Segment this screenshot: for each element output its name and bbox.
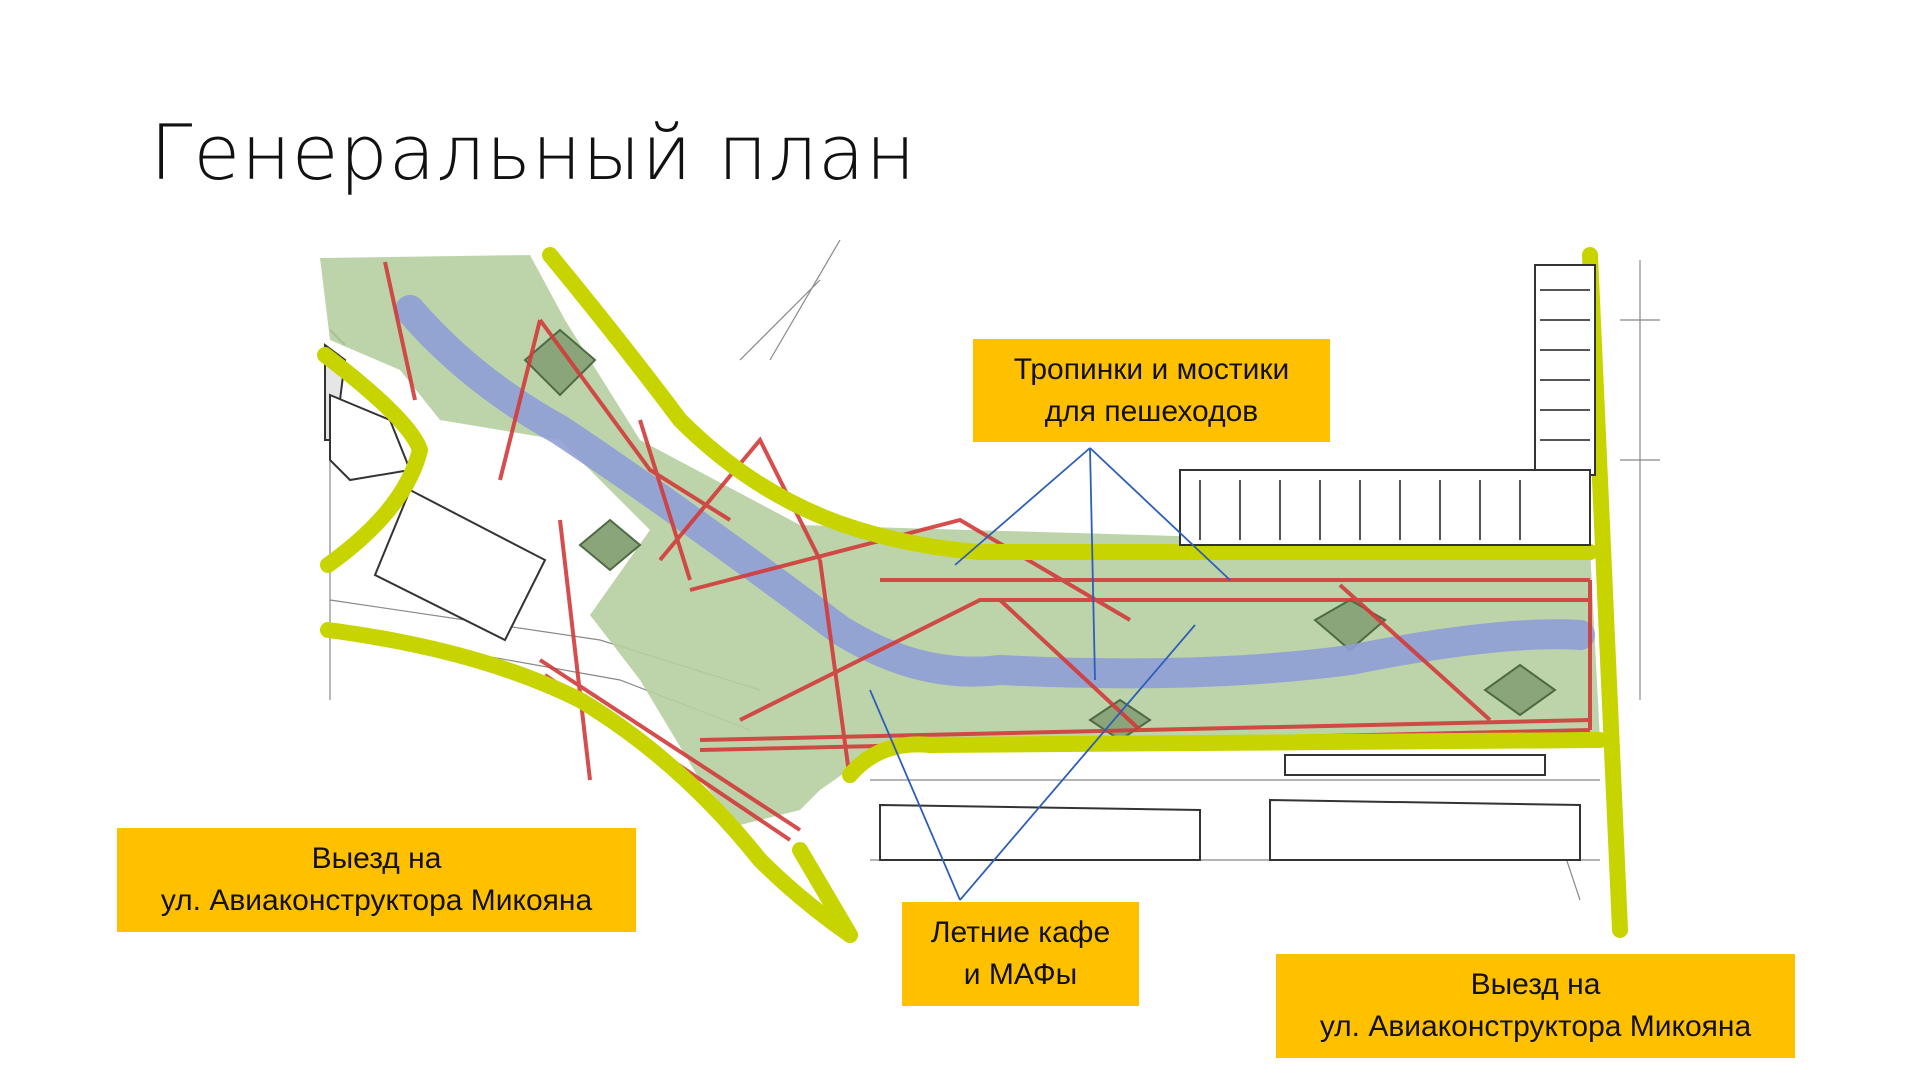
- callout-paths-line2: для пешеходов: [1044, 394, 1259, 428]
- slide-title: Генеральный план: [150, 108, 917, 197]
- callout-exit-left: Выезд на ул. Авиаконструктора Микояна: [117, 828, 636, 932]
- callout-exit-right: Выезд на ул. Авиаконструктора Микояна: [1276, 954, 1795, 1058]
- tree-clusters: [523, 328, 1557, 742]
- buildings-bottom: [879, 754, 1581, 861]
- callout-paths: Тропинки и мостики для пешеходов: [973, 339, 1330, 442]
- callout-exit-right-line1: Выезд на: [1470, 968, 1601, 1001]
- callout-exit-right-line2: ул. Авиаконструктора Микояна: [1319, 1010, 1752, 1043]
- callout-cafes-line2: и МАФы: [963, 958, 1078, 991]
- building-shading: [1199, 289, 1590, 540]
- callout-paths-line1: Тропинки и мостики: [1013, 352, 1290, 386]
- callout-exit-left-line1: Выезд на: [311, 842, 442, 875]
- leader-lines: [869, 447, 1231, 901]
- callout-cafes-line1: Летние кафе: [930, 916, 1111, 949]
- callout-cafes: Летние кафе и МАФы: [902, 902, 1139, 1006]
- river: [395, 295, 1595, 689]
- callout-exit-left-line2: ул. Авиаконструктора Микояна: [160, 884, 593, 917]
